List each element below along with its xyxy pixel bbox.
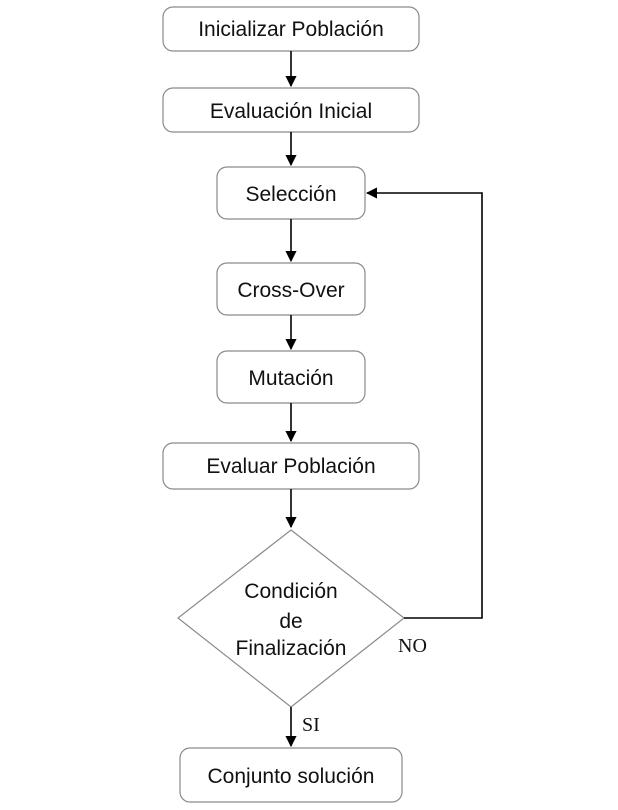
node-label: Conjunto solución	[208, 765, 375, 788]
node-solution-set: Conjunto solución	[179, 747, 403, 803]
decision-termination-condition: Condición de Finalización	[177, 529, 405, 708]
node-label: Cross-Over	[237, 279, 344, 302]
decision-label-line-1: Condición	[244, 580, 337, 603]
edge-label-no: NO	[398, 635, 427, 657]
node-mutation: Mutación	[216, 350, 366, 404]
decision-label-line-2: de	[279, 610, 302, 633]
edge-label-yes: SI	[302, 714, 320, 736]
edge-decision-no-loop	[365, 187, 483, 619]
node-initialize-population: Inicializar Población	[162, 6, 420, 52]
node-label: Mutación	[248, 367, 333, 390]
decision-label-line-3: Finalización	[236, 637, 347, 660]
node-box	[179, 747, 403, 803]
node-evaluate-population: Evaluar Población	[162, 442, 420, 490]
node-selection: Selección	[216, 166, 366, 220]
node-label: Inicializar Población	[198, 18, 384, 41]
node-label: Selección	[245, 183, 336, 206]
node-crossover: Cross-Over	[216, 262, 366, 316]
node-label: Evaluar Población	[206, 455, 375, 478]
node-initial-evaluation: Evaluación Inicial	[162, 87, 420, 133]
node-label: Evaluación Inicial	[210, 100, 372, 123]
